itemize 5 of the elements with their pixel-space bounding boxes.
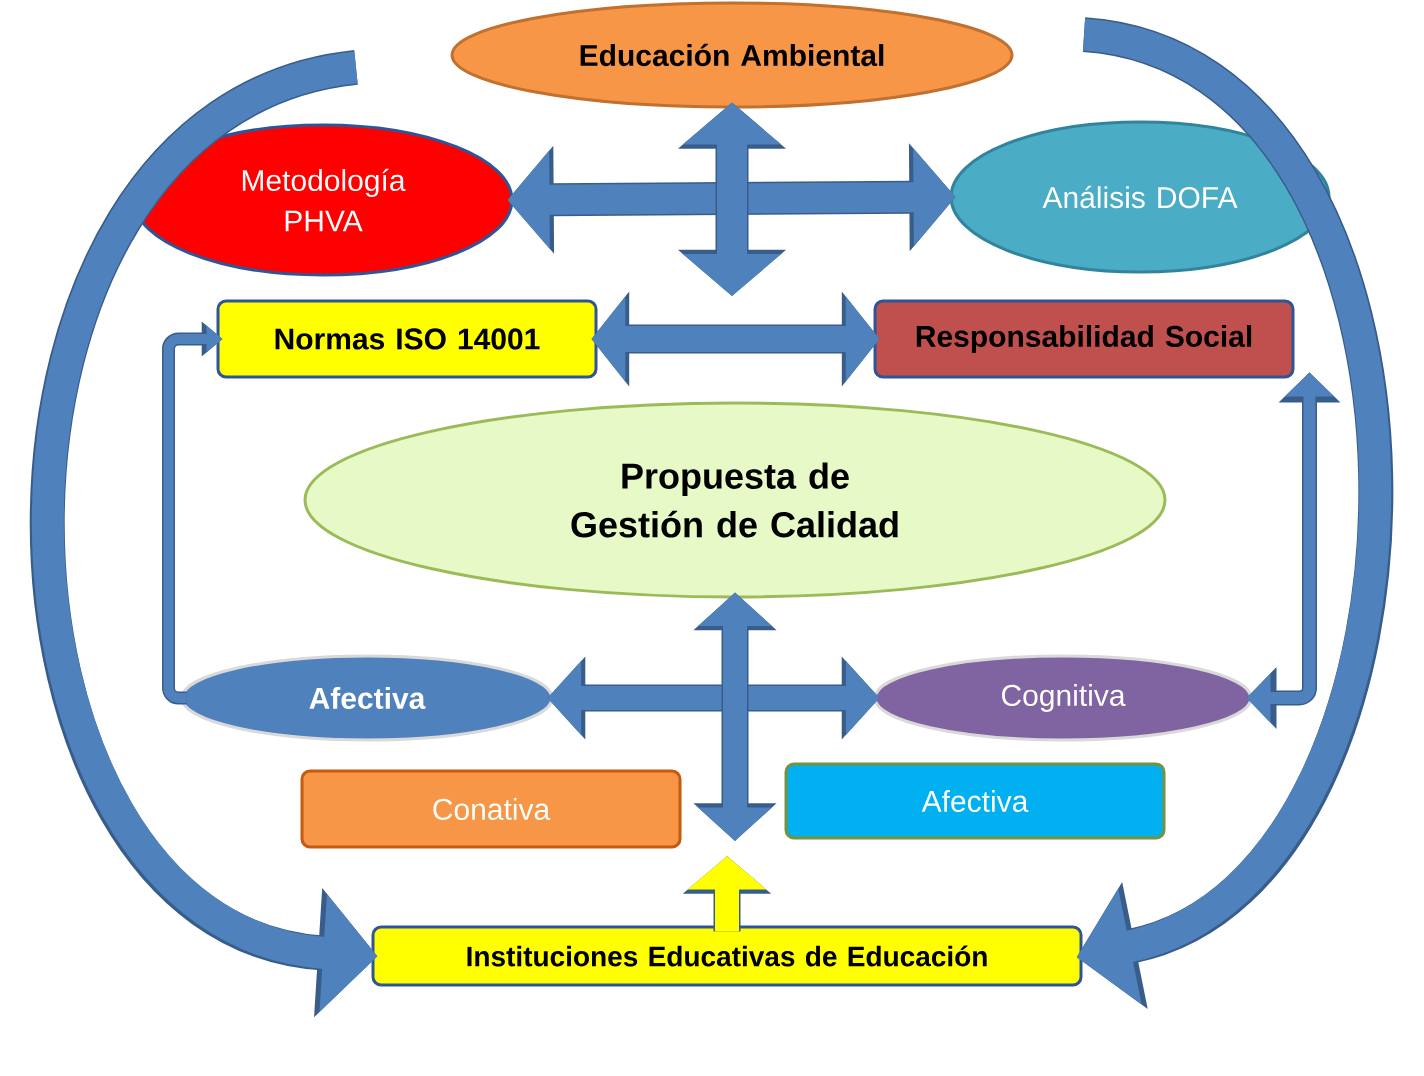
label-box: Normas ISO 14001 (216, 299, 598, 379)
label-box: Instituciones Educativas de Educación (371, 925, 1083, 987)
label-box: Responsabilidad Social (873, 299, 1295, 379)
label-box: Afectiva (784, 762, 1166, 840)
label-box: Conativa (300, 769, 682, 849)
